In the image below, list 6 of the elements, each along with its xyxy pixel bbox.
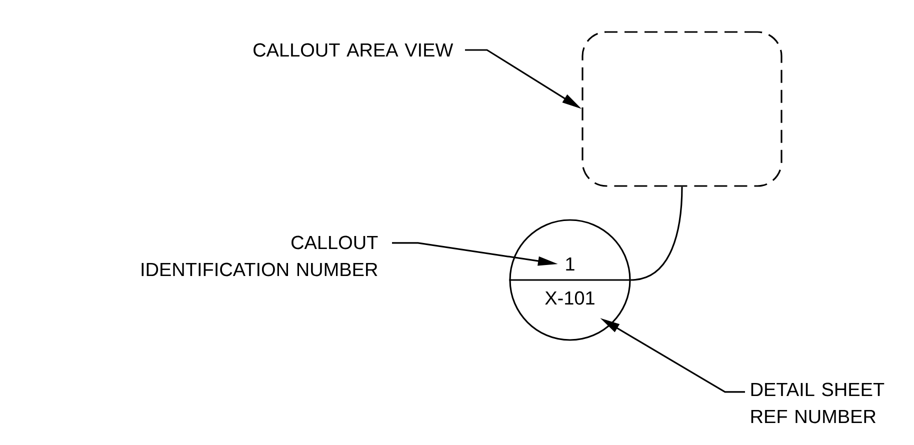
callout-label: CALLOUT IDENTIFICATION NUMBER [142, 236, 378, 276]
callout-area-box [582, 31, 782, 187]
callout-bubble: 1 X-101 [509, 219, 631, 341]
callout-label: DETAIL SHEET REF NUMBER [751, 382, 884, 424]
connector-line [630, 186, 683, 281]
callout-label: CALLOUT AREA VIEW [254, 43, 454, 57]
